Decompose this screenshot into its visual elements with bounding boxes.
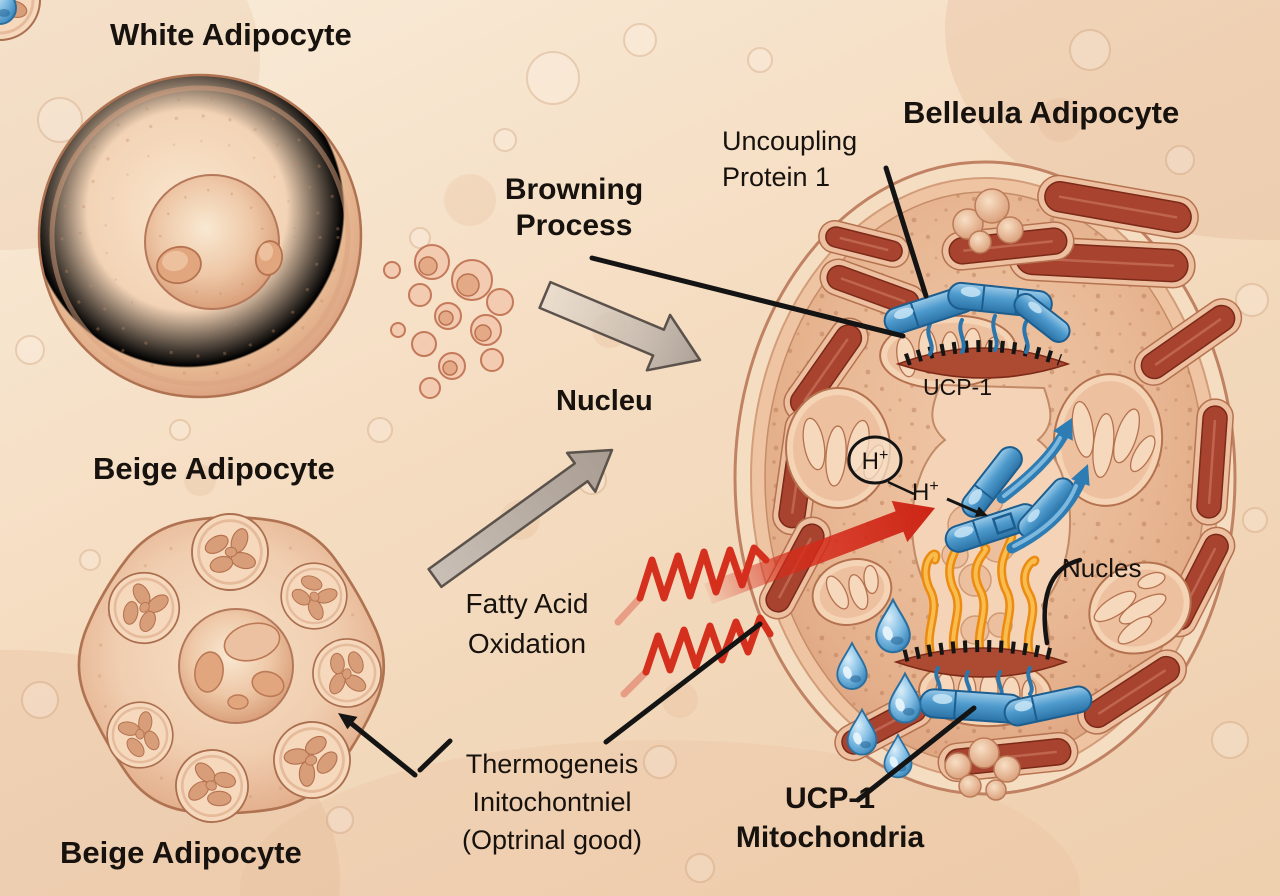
pointer-line-thermogenesis-stub [417, 738, 453, 773]
proton-pointer-line [887, 480, 915, 496]
uncoupling-protein-label: Uncoupling Protein 1 [722, 126, 858, 192]
blue-flow-arrows [996, 418, 1090, 554]
beige-adipocyte-cell [0, 0, 388, 837]
fatty-acid-red-arrow [704, 500, 935, 605]
thermogenesis-label: Thermogeneis Initochontniel (Optrinal go… [461, 749, 643, 856]
browning-arrow-large [538, 280, 702, 372]
ucp1-protein-rods-top [883, 281, 1071, 343]
ucp1-channel-label: UCP-1 [922, 374, 992, 400]
ucp1-protein-rods-center [944, 446, 1075, 553]
pointer-line-thermogenesis [603, 621, 763, 745]
ucp1-membrane-band-bottom [893, 640, 1093, 727]
water-droplet [0, 0, 18, 25]
beige-pointer-arrow [338, 713, 418, 778]
white-adipocyte-title: White Adipocyte [110, 17, 352, 52]
beige-cell-nucleus [178, 608, 294, 724]
small-fat-cells [383, 244, 514, 399]
proton-circle [847, 435, 903, 485]
proton-inner-label: H+ [912, 478, 939, 506]
proton-circle-label: H+ [861, 447, 889, 475]
beige-cell-vacuole [190, 512, 270, 592]
lipid-sphere-cluster-bottom [944, 737, 1021, 801]
beige-adipocyte-title-bottom: Beige Adipocyte [60, 835, 302, 870]
ucp1-membrane-band-top [883, 281, 1071, 379]
pointer-lines [417, 165, 977, 803]
browning-arrow-small [427, 448, 614, 589]
fatty-acid-oxidation-label: Fatty Acid Oxidation [465, 588, 589, 659]
pointer-line-browning [589, 255, 906, 339]
ucp1-mitochondria-label: UCP-1 Mitochondria [735, 782, 925, 854]
belleula-adipocyte-title: Belleula Adipocyte [903, 95, 1180, 130]
nucleus-label: Nucleu [556, 385, 653, 417]
white-adipocyte-nucleus [144, 174, 284, 310]
brown-adipocyte-cell [0, 0, 1243, 801]
white-adipocyte-cell [37, 73, 363, 399]
background-bubbles [15, 23, 1269, 883]
nucles-bracket [1042, 557, 1083, 646]
pointer-line-uncoupling [883, 165, 929, 299]
beige-adipocyte-title-mid: Beige Adipocyte [93, 451, 335, 486]
ucp1-chains-top [926, 314, 1030, 356]
proton-arrow [946, 497, 988, 517]
pointer-line-ucp1-mitochondria [855, 705, 977, 803]
ucp1-protein-rods-bottom [919, 685, 1093, 727]
browning-process-label: Browning Process [504, 173, 644, 242]
lipid-sphere-cluster-top [952, 188, 1024, 254]
nucles-label: Nucles [1062, 553, 1142, 583]
